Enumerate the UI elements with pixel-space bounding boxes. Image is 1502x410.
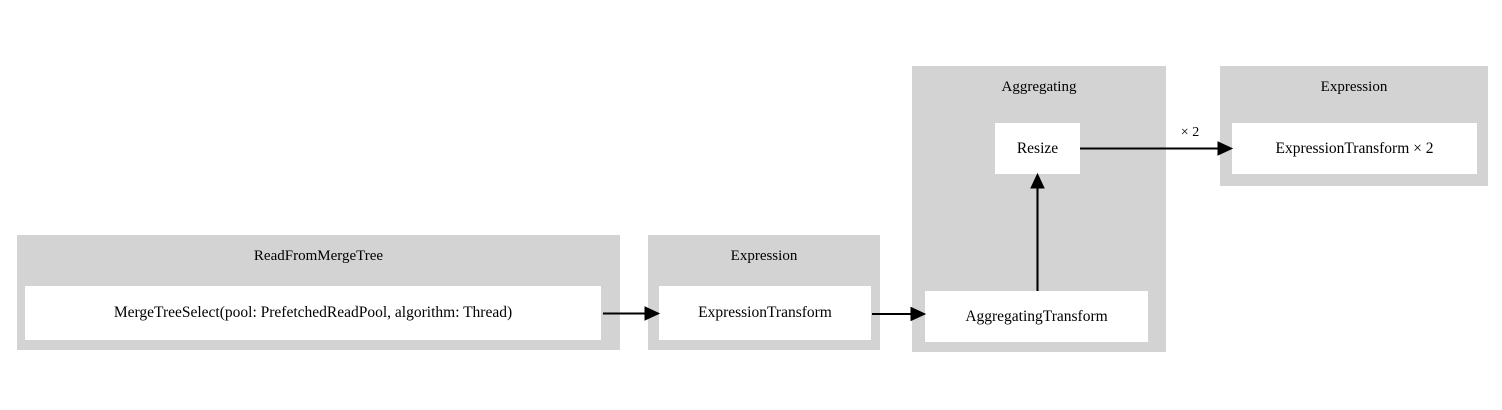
cluster-title-expression-1: Expression — [730, 248, 798, 264]
cluster-title-read-from-merge-tree: ReadFromMergeTree — [253, 248, 384, 264]
cluster-title-expression-2: Expression — [1320, 79, 1388, 95]
cluster-title-aggregating: Aggregating — [1001, 79, 1077, 95]
node-resize[interactable]: Resize — [995, 123, 1080, 174]
node-expression-transform-x2[interactable]: ExpressionTransform × 2 — [1232, 123, 1477, 174]
node-merge-tree-select[interactable]: MergeTreeSelect(pool: PrefetchedReadPool… — [25, 286, 601, 340]
node-expression-transform[interactable]: ExpressionTransform — [659, 286, 871, 340]
edge-label-resize-to-expression2: × 2 — [1180, 125, 1200, 140]
node-aggregating-transform[interactable]: AggregatingTransform — [925, 291, 1148, 342]
